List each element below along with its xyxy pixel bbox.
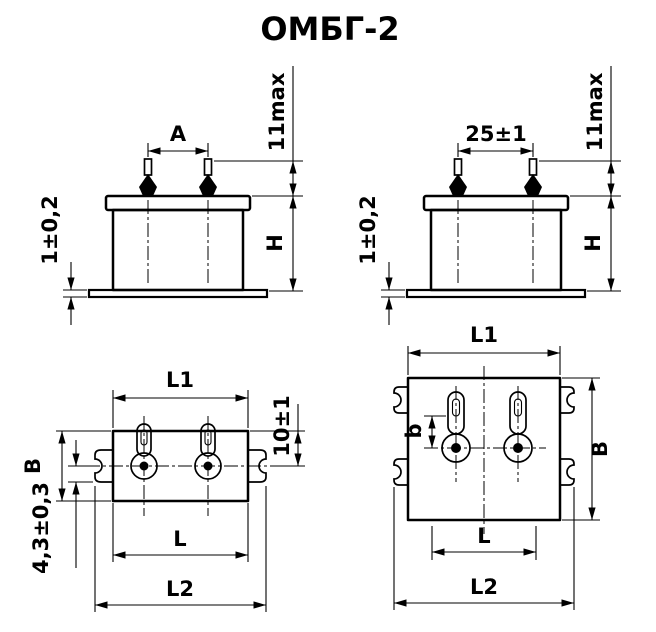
terminal-wire (528, 158, 538, 176)
dim-h: H (263, 196, 303, 292)
dim-label-l2: L2 (470, 575, 498, 599)
lug-slot (140, 429, 148, 446)
dim-label-b-small: b (402, 423, 426, 438)
dim-label-b: B (21, 458, 45, 474)
lug-slot (513, 398, 523, 417)
dim-label-a: A (170, 122, 187, 146)
terminal-hole (513, 443, 523, 453)
dim-label-span: 25±1 (465, 122, 526, 146)
dim-label-h: H (263, 234, 287, 252)
dim-l: L (431, 524, 537, 560)
solder-lug (136, 423, 152, 457)
dim-label-l: L (173, 527, 186, 551)
terminal-right (524, 158, 542, 283)
mounting-plate (405, 288, 587, 299)
dim-label-h: H (581, 234, 605, 252)
dim-l: L (112, 503, 249, 562)
lug-slot (204, 429, 212, 446)
dim-a: A (147, 122, 209, 157)
dim-label-l: L (477, 524, 490, 548)
capacitor-lid (422, 194, 570, 212)
lug-slot (451, 398, 461, 417)
dim-label-11max: 11max (583, 72, 607, 151)
dim-terminal-span: 25±1 (457, 122, 534, 157)
dim-11max: 11max (539, 66, 621, 197)
dim-b-small: b (402, 415, 446, 448)
dim-label-plate: 1±0,2 (356, 195, 380, 264)
mounting-ear-top-right (560, 386, 575, 414)
terminal-insulator (199, 174, 217, 196)
dim-10: 10±1 (250, 395, 305, 467)
terminal-nut (194, 452, 222, 480)
dim-label-l2: L2 (166, 577, 194, 601)
drawing-title: ОМБГ-2 (260, 10, 399, 48)
top-view-small: L1 10±1 B 4,3±0,3 (21, 368, 305, 612)
terminal-right (199, 158, 217, 283)
mounting-plate (87, 288, 269, 299)
terminal-right (503, 386, 533, 482)
dim-label-11max: 11max (265, 72, 289, 151)
dim-label-plate: 1±0,2 (38, 195, 62, 264)
dim-h: H (581, 196, 621, 292)
dim-label-10: 10±1 (270, 395, 294, 456)
top-view-large: L1 b B L L2 (393, 323, 612, 610)
terminal-hole (203, 461, 213, 471)
capacitor-lid (104, 194, 252, 212)
terminal-left (139, 158, 157, 283)
dim-label-l1: L1 (470, 323, 498, 347)
capacitor-body (111, 208, 245, 292)
terminal-insulator (449, 174, 467, 196)
dim-l2: L2 (393, 487, 575, 610)
mounting-ear-bottom-left (393, 458, 408, 486)
dim-b-width: B (21, 430, 111, 502)
mounting-ear-top-left (393, 386, 408, 414)
terminal-left (441, 386, 471, 482)
front-view-right: 25±1 11max H 1±0,2 (356, 66, 621, 325)
mounting-ear-left (94, 449, 113, 483)
dim-plate-thickness: 1±0,2 (356, 195, 405, 325)
terminal-nut (503, 433, 533, 463)
terminal-left (449, 158, 467, 283)
terminal-insulator (139, 174, 157, 196)
dim-offset: 4,3±0,3 (29, 440, 93, 574)
front-view-left: A 11max H 1±0,2 (38, 66, 303, 325)
dim-label-l1: L1 (166, 368, 194, 392)
terminal-insulator (524, 174, 542, 196)
mounting-ear-bottom-right (560, 458, 575, 486)
terminal-hole (451, 443, 461, 453)
dim-11max: 11max (214, 66, 303, 197)
terminal-wire (143, 158, 153, 176)
dim-l1: L1 (407, 323, 561, 375)
terminal-nut (441, 433, 471, 463)
terminal-right (194, 416, 222, 516)
dim-label-b: B (588, 441, 612, 457)
terminal-wire (453, 158, 463, 176)
dim-plate-thickness: 1±0,2 (38, 195, 87, 325)
dim-l2: L2 (94, 486, 267, 612)
terminal-wire (203, 158, 213, 176)
dim-b-width: B (562, 377, 612, 521)
terminal-left (130, 416, 158, 516)
solder-lug (200, 423, 216, 457)
terminal-nut (130, 452, 158, 480)
dim-l1: L1 (112, 368, 249, 428)
dim-label-offset: 4,3±0,3 (29, 482, 53, 574)
capacitor-body (429, 208, 563, 292)
terminal-hole (139, 461, 149, 471)
